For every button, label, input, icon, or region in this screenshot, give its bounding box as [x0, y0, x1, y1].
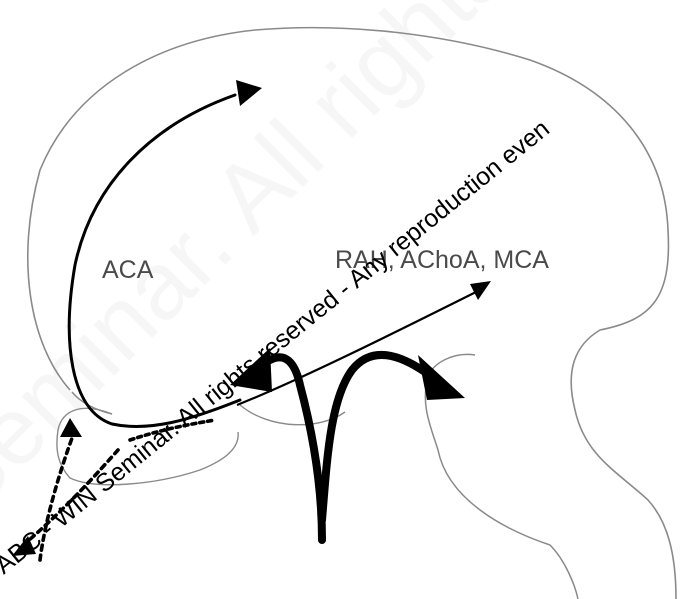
aca-arrow-head [236, 80, 262, 106]
mca-arrow-head [470, 281, 491, 300]
ica-right-branch [322, 355, 425, 520]
aca-label: ACA [102, 256, 154, 284]
